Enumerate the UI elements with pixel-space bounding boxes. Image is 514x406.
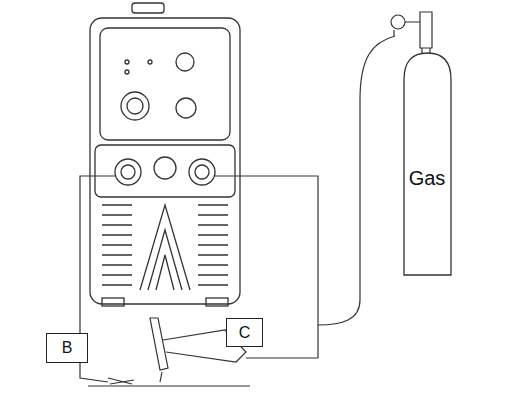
- torch-cable: [215, 176, 318, 358]
- regulator: [391, 12, 432, 56]
- output-socket: [195, 165, 209, 179]
- control-panel: [100, 28, 230, 140]
- welding-machine: [90, 3, 240, 306]
- regulator-body: [394, 12, 432, 48]
- gas-socket: [154, 157, 176, 179]
- machine-foot: [206, 298, 228, 306]
- control-knob: [127, 98, 143, 114]
- part-label-box: B: [46, 333, 88, 363]
- output-socket: [189, 159, 215, 185]
- control-knob: [176, 53, 194, 71]
- machine-handle: [132, 3, 164, 13]
- part-letter: B: [62, 339, 73, 357]
- indicator-lamp: [125, 60, 129, 64]
- workpiece: [88, 378, 250, 386]
- work-plate: [88, 385, 250, 386]
- grill-slots: [198, 205, 228, 285]
- machine-body: [90, 18, 240, 304]
- cylinder-label: Gas: [409, 167, 446, 189]
- output-socket: [115, 159, 141, 185]
- gas-hose: [318, 36, 395, 325]
- connector-panel: [95, 145, 235, 197]
- output-socket: [121, 165, 135, 179]
- torch-head: [150, 318, 168, 370]
- grill-chevron: [140, 205, 190, 290]
- indicator-lamp: [148, 60, 152, 64]
- indicator-lamp: [125, 70, 129, 74]
- control-knob: [176, 98, 196, 118]
- cylinder-body: [404, 53, 451, 275]
- ground-clamp: [108, 378, 134, 384]
- pressure-gauge: [391, 15, 405, 29]
- ventilation-grill: [102, 205, 228, 290]
- cables: [80, 36, 395, 382]
- part-letter: C: [239, 324, 251, 342]
- part-label-box: C: [226, 318, 263, 347]
- machine-foot: [102, 298, 124, 306]
- cylinder-outline: [403, 52, 452, 276]
- grill-slots: [102, 205, 132, 285]
- gas-cylinder: Gas: [403, 52, 452, 276]
- tungsten-electrode: [160, 372, 162, 382]
- control-knob: [121, 92, 149, 120]
